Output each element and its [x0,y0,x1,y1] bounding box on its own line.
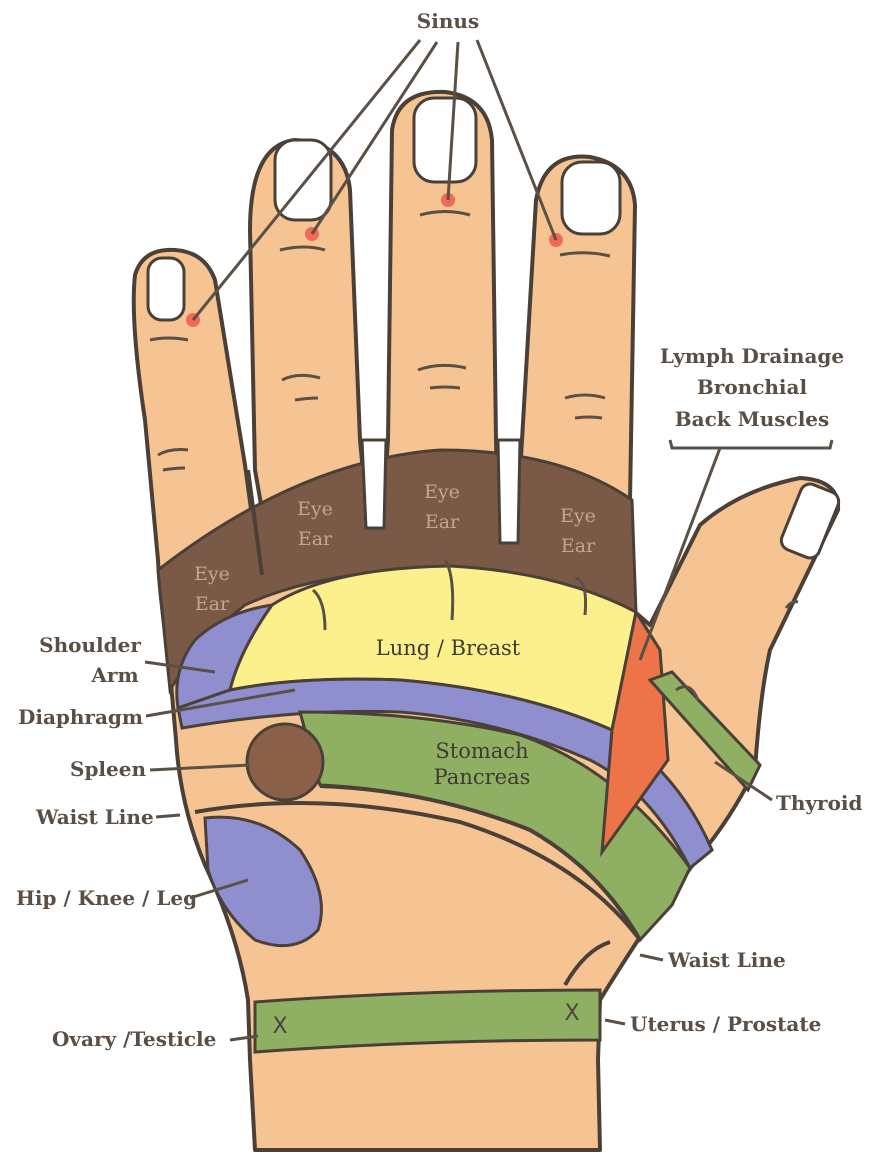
label-hip-knee-leg: Hip / Knee / Leg [16,886,197,910]
zone-label-eye: Eye [194,563,230,585]
zone-label-eye: Eye [560,505,596,527]
label-bronchial: Bronchial [697,375,808,399]
x-mark-uterus: X [564,1001,579,1026]
label-spleen: Spleen [70,757,146,781]
zone-label-ear: Ear [561,535,596,557]
fingernail-middle [414,98,476,182]
label-back-muscles: Back Muscles [675,407,830,431]
zone-label-ear: Ear [298,528,333,550]
label-lymph-drainage: Lymph Drainage [660,344,844,368]
fingernail-pinky [148,258,184,320]
finger-gap [362,440,386,528]
label-waist-line-left: Waist Line [35,805,154,829]
label-arm: Arm [90,663,138,687]
zone-label-lung-breast: Lung / Breast [376,636,521,660]
zone-label-ear: Ear [425,511,460,533]
label-diaphragm: Diaphragm [18,705,143,729]
finger-gap [498,440,520,543]
label-ovary-testicle: Ovary /Testicle [52,1027,216,1051]
x-mark-ovary: X [272,1014,287,1039]
label-uterus-prostate: Uterus / Prostate [630,1012,821,1036]
label-waist-line-right: Waist Line [667,948,786,972]
label-sinus: Sinus [417,9,479,33]
label-shoulder: Shoulder [39,633,141,657]
zone-label-stomach: Stomach [435,739,528,763]
label-thyroid: Thyroid [776,791,863,815]
fingernail-index [562,162,620,234]
spleen-zone [247,724,323,800]
zone-label-pancreas: Pancreas [434,765,531,789]
zone-label-ear: Ear [195,593,230,615]
zone-label-eye: Eye [297,498,333,520]
zone-label-eye: Eye [424,481,460,503]
